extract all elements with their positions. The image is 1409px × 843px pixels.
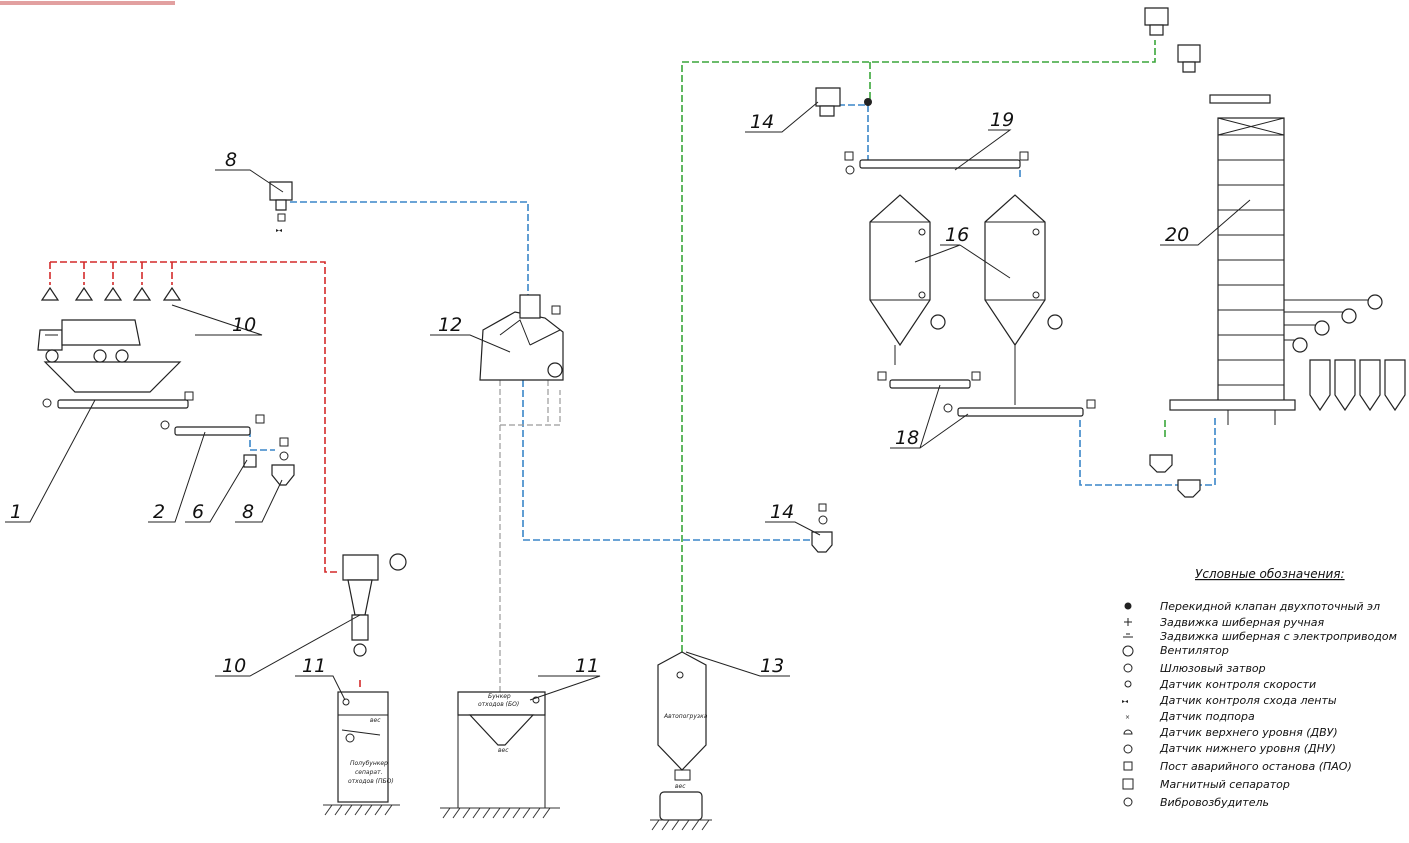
- callout-16: 16: [945, 224, 969, 246]
- legend-item-0: Перекидной клапан двухпоточный эл: [1160, 600, 1380, 613]
- callout-10-lower: 10: [222, 655, 246, 677]
- dryer-cyclones: [1309, 359, 1406, 412]
- callout-12: 12: [438, 314, 462, 336]
- conveyors-18: [877, 371, 1096, 417]
- legend-item-10: Пост аварийного останова (ПАО): [1160, 760, 1352, 773]
- legend-item-8: Датчик верхнего уровня (ДВУ): [1159, 726, 1338, 739]
- two-way-flap-valve-icon: [1124, 602, 1132, 610]
- speed-sensor-icon: [1124, 680, 1132, 688]
- backup-sensor-icon: ×: [1125, 714, 1130, 721]
- semi-bunker-caption-1: Полубункер: [350, 760, 388, 767]
- legend-item-6: Датчик контроля схода ленты: [1159, 694, 1337, 707]
- storage-silo-16-left: [869, 194, 946, 365]
- auto-loader-caption: Автопогрузка: [663, 713, 708, 720]
- ground-hatching: [324, 804, 710, 831]
- callout-11-right: 11: [575, 655, 599, 677]
- legend-item-11: Магнитный сепаратор: [1160, 778, 1290, 791]
- legend-item-1: Задвижка шиберная ручная: [1160, 616, 1325, 629]
- lower-level-sensor-icon: [1123, 744, 1133, 754]
- callout-10-upper: 10: [232, 314, 256, 336]
- callout-18: 18: [895, 427, 919, 449]
- callout-14-upper: 14: [750, 111, 774, 133]
- red-aspiration-drops: [49, 262, 173, 285]
- dump-truck-icon: [37, 319, 141, 363]
- green-main-line: [681, 40, 1156, 652]
- manual-gate-valve-icon: [1124, 618, 1132, 626]
- conveyor-19: [844, 151, 1029, 175]
- upper-level-sensor-icon: [1123, 729, 1133, 735]
- blue-line-fan8-to-cleaner: [290, 201, 529, 295]
- scale-label-loader: вес: [675, 783, 686, 790]
- rotary-airlock-icon: [1123, 663, 1133, 673]
- legend-item-12: Вибровозбудитель: [1160, 796, 1269, 809]
- legend-item-2: Задвижка шиберная с электроприводом: [1160, 630, 1397, 643]
- loading-silo-13: [650, 651, 712, 821]
- semi-bunker-caption-2: сепарат.: [355, 769, 383, 776]
- emergency-stop-icon: [1123, 761, 1133, 771]
- semi-bunker-caption-3: отходов (ПБО): [348, 778, 394, 785]
- grain-dryer-20: [1169, 94, 1296, 425]
- legend-item-4: Шлюзовый затвор: [1160, 662, 1266, 675]
- scale-label-right: вес: [498, 747, 509, 754]
- fan-icon: [1122, 645, 1134, 657]
- callout-6: 6: [192, 501, 204, 523]
- fan-8-lower: [271, 437, 295, 486]
- blue-line-cleaner-to-fan14: [522, 380, 815, 541]
- callout-2: 2: [153, 501, 165, 523]
- vibro-motor-icon: [1123, 797, 1133, 807]
- legend-item-5: Датчик контроля скорости: [1159, 678, 1316, 691]
- legend-item-7: Датчик подпора: [1159, 710, 1255, 723]
- legend-item-3: Вентилятор: [1160, 644, 1229, 657]
- legend-title: Условные обозначения:: [1195, 567, 1345, 581]
- fan-14-upper: [815, 87, 872, 117]
- callout-8-upper: 8: [225, 149, 237, 171]
- electric-gate-valve-icon: [1123, 633, 1133, 638]
- waste-bunker-caption-1: Бункер: [488, 693, 511, 700]
- belt-drift-sensor-icon: ▸◂: [1122, 698, 1128, 705]
- dryer-top-fans: [1144, 7, 1201, 73]
- blue-line-conveyor2: [249, 430, 275, 451]
- conveyor-2: [160, 414, 265, 436]
- dryer-bottom-fans: [1149, 454, 1201, 498]
- receiving-hopper-1: [42, 361, 194, 409]
- storage-silo-16-right: [984, 194, 1063, 405]
- callout-8-lower: 8: [242, 501, 254, 523]
- callout-14-lower: 14: [770, 501, 794, 523]
- legend: Условные обозначения: Перекидной клапан …: [1122, 567, 1397, 809]
- blue-line-silos-bottom: [1079, 418, 1216, 486]
- semi-bunker-11: [323, 691, 400, 806]
- callout-13: 13: [760, 655, 784, 677]
- callout-1: 1: [10, 501, 22, 523]
- fan-8-upper: ▸◂: [269, 181, 293, 234]
- grey-waste-line: [499, 380, 561, 692]
- grain-cleaner-12: [479, 294, 564, 381]
- callout-11-left: 11: [302, 655, 326, 677]
- scale-label-left: вес: [370, 717, 381, 724]
- waste-bunker-caption-2: отходов (БО): [478, 701, 519, 708]
- waste-bunker-11: [440, 691, 560, 809]
- fan-14-lower: [811, 503, 833, 553]
- red-aspiration-line: [50, 261, 338, 573]
- cyclone-10: [342, 553, 407, 657]
- aspiration-hoods-10: [40, 286, 182, 301]
- leader-lines: [5, 101, 1251, 701]
- dryer-fans: [1284, 294, 1383, 353]
- callout-20: 20: [1165, 224, 1189, 246]
- magnetic-separator-icon: [1122, 778, 1134, 790]
- magnetic-separator-6: [243, 454, 257, 468]
- legend-item-9: Датчик нижнего уровня (ДНУ): [1159, 742, 1336, 755]
- svg-text:▸◂: ▸◂: [276, 227, 282, 234]
- callout-19: 19: [990, 109, 1014, 131]
